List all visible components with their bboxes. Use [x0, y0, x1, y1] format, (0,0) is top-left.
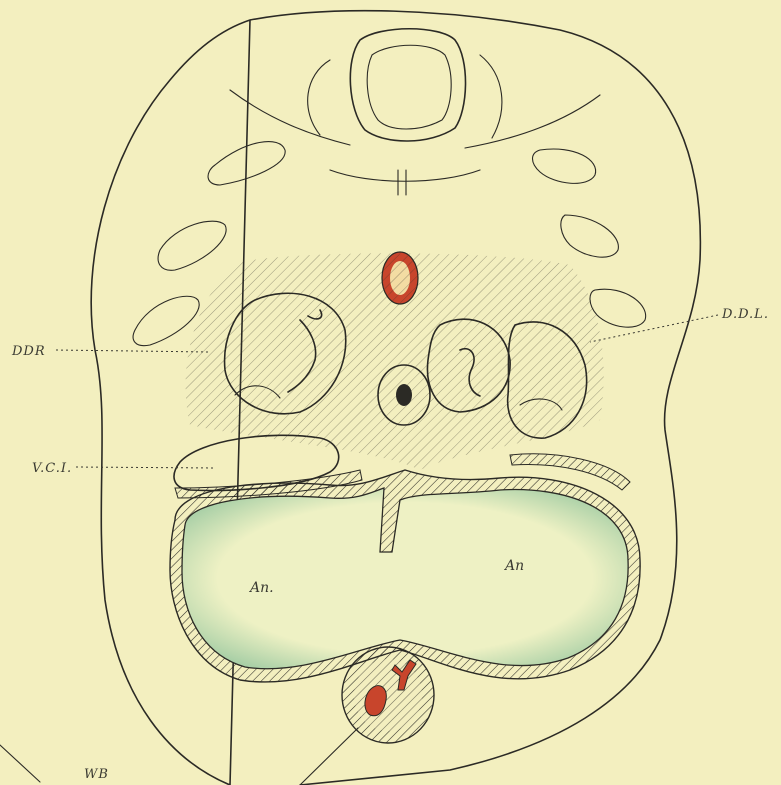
ddl-leader — [590, 315, 718, 342]
neural-tube-inner — [367, 45, 451, 129]
ventral-arc — [330, 170, 480, 181]
label-an-left: An. — [248, 580, 274, 596]
ddr-leader — [56, 350, 210, 352]
amniotic-cavity — [182, 488, 628, 669]
somite-right-upper — [533, 149, 596, 183]
wb-leader — [0, 745, 40, 782]
label-an-right: An — [503, 558, 524, 574]
dorsal-arc-right — [465, 95, 600, 148]
neural-fold-right — [480, 55, 502, 138]
midline-mark — [398, 170, 406, 195]
label-vci: V.C.I. — [32, 461, 72, 476]
label-ddr: DDR — [11, 344, 46, 359]
vci-leader — [76, 467, 215, 468]
somite-left-lower — [158, 221, 226, 270]
somite-right-lower — [561, 215, 619, 257]
somite-left-side — [133, 296, 199, 345]
gut-lumen — [396, 384, 412, 406]
label-ddl: D.D.L. — [721, 307, 769, 322]
neural-fold-left — [308, 60, 330, 135]
label-wb: WB — [84, 767, 109, 782]
cord-leader — [300, 728, 358, 785]
somite-right-side — [590, 289, 646, 327]
